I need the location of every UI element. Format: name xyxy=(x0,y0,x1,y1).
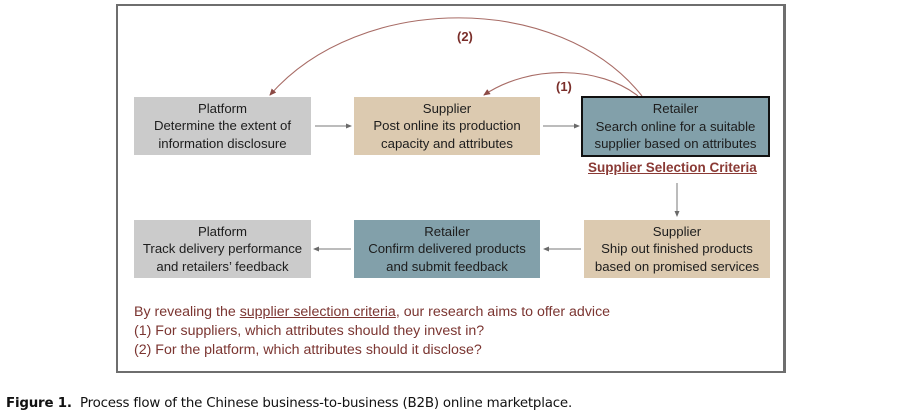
box-retailer-search: Retailer Search online for a suitable su… xyxy=(581,96,770,157)
box-title: Retailer xyxy=(652,101,699,117)
box-line: based on promised services xyxy=(594,258,760,274)
box-line: Post online its production xyxy=(373,118,521,134)
figure-caption: Figure 1. Process flow of the Chinese bu… xyxy=(6,396,572,411)
research-advice-text: By revealing the supplier selection crit… xyxy=(134,303,610,361)
box-line: capacity and attributes xyxy=(381,135,513,151)
advice-criteria-link: supplier selection criteria xyxy=(239,304,396,320)
box-line: Confirm delivered products xyxy=(368,241,526,257)
box-line: and retailers’ feedback xyxy=(156,258,289,274)
box-platform-track: Platform Track delivery performance and … xyxy=(134,220,311,278)
arc-1-label: (1) xyxy=(556,79,572,94)
box-line: supplier based on attributes xyxy=(594,136,757,152)
box-platform-disclosure: Platform Determine the extent of informa… xyxy=(134,97,311,155)
box-line: Ship out finished products xyxy=(601,241,753,257)
box-title: Supplier xyxy=(652,223,702,239)
box-supplier-ship: Supplier Ship out finished products base… xyxy=(584,220,770,278)
box-line: and submit feedback xyxy=(386,258,508,274)
box-line: Track delivery performance xyxy=(142,241,303,257)
arc-2-label: (2) xyxy=(457,29,473,44)
advice-intro-after: , our research aims to offer advice xyxy=(395,304,611,320)
advice-question-1: (1) For suppliers, which attributes shou… xyxy=(134,323,485,340)
box-retailer-confirm: Retailer Confirm delivered products and … xyxy=(354,220,540,278)
box-title: Platform xyxy=(197,100,248,116)
advice-intro-before: By revealing the xyxy=(134,304,240,320)
supplier-selection-criteria-label: Supplier Selection Criteria xyxy=(588,160,757,175)
figure-caption-text: Process flow of the Chinese business-to-… xyxy=(79,396,573,411)
box-line: Search online for a suitable xyxy=(595,118,756,134)
box-title: Retailer xyxy=(424,223,470,239)
box-title: Platform xyxy=(197,223,248,239)
box-supplier-post: Supplier Post online its production capa… xyxy=(354,97,540,155)
box-title: Supplier xyxy=(422,100,472,116)
advice-intro: By revealing the supplier selection crit… xyxy=(134,303,610,322)
box-line: Determine the extent of xyxy=(153,118,292,134)
figure-label: Figure 1. xyxy=(6,396,72,411)
box-line: information disclosure xyxy=(158,135,287,151)
advice-question-2: (2) For the platform, which attributes s… xyxy=(134,342,482,359)
